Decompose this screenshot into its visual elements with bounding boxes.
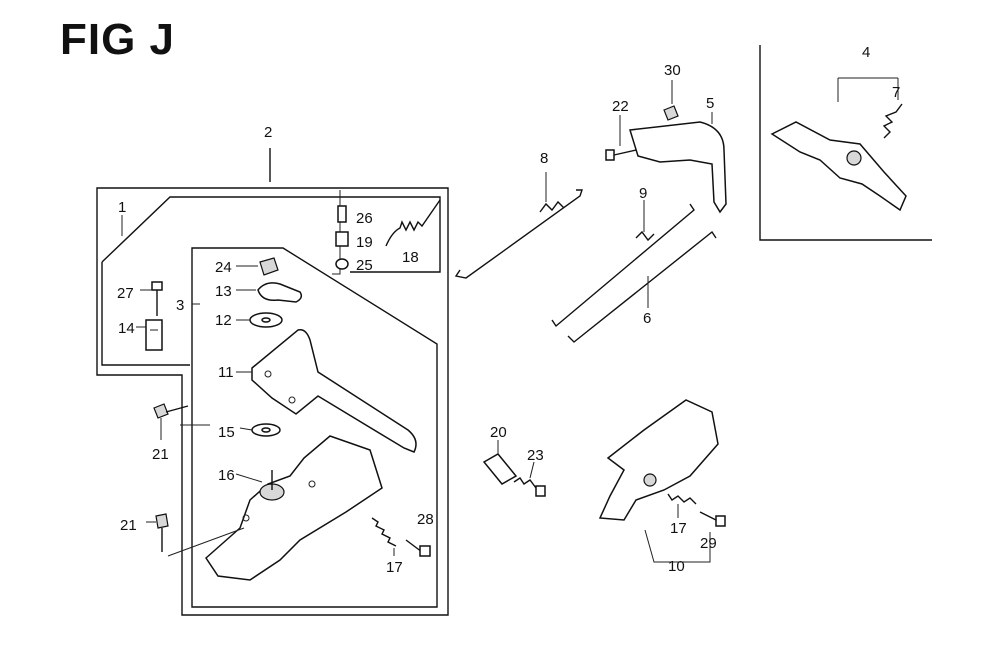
callout-11: 11 <box>218 364 234 381</box>
callout-4: 4 <box>862 44 870 61</box>
part-29-bolt <box>699 511 726 527</box>
part-11-control-plate <box>236 328 417 453</box>
callout-16: 16 <box>218 467 235 484</box>
part-27-bolt <box>140 281 163 316</box>
callout-14: 14 <box>118 320 135 337</box>
part-21-lower-bolt <box>146 513 245 557</box>
callout-1: 1 <box>118 199 126 216</box>
callout-18: 18 <box>402 249 419 266</box>
callout-23: 23 <box>527 447 544 464</box>
part-16-bracket <box>205 435 383 581</box>
part-4-assembly <box>770 121 907 212</box>
frame-item-2 <box>96 148 449 616</box>
callout-5: 5 <box>706 95 714 112</box>
callout-2: 2 <box>264 124 272 141</box>
callout-10: 10 <box>668 558 685 575</box>
callout-12: 12 <box>215 312 232 329</box>
figure-title: FIG J <box>60 15 176 64</box>
callout-27: 27 <box>117 285 134 302</box>
part-21-upper-bolt <box>153 403 189 440</box>
callout-25: 25 <box>356 257 373 274</box>
callout-15: 15 <box>218 424 235 441</box>
part-24-nut <box>236 257 279 276</box>
part-17-spring-right <box>667 493 697 518</box>
callout-29: 29 <box>700 535 717 552</box>
part-10-lever-assembly <box>598 399 719 521</box>
part-22-bolt <box>605 115 637 161</box>
callout-22: 22 <box>612 98 629 115</box>
callout-6: 6 <box>643 310 651 327</box>
callout-13: 13 <box>215 283 232 300</box>
part-8-rod <box>454 172 583 279</box>
part-6-rod <box>567 230 717 343</box>
frame-item-10 <box>644 529 711 563</box>
part-26-19-25-stack <box>335 205 349 270</box>
callout-20: 20 <box>490 424 507 441</box>
part-28-bolt <box>405 539 431 557</box>
part-7-spring <box>882 103 903 139</box>
callout-17-right: 17 <box>670 520 687 537</box>
part-13-lever <box>236 282 303 303</box>
part-9-rod <box>551 200 695 328</box>
callout-labels: 2 1 26 19 25 18 24 13 12 27 3 14 11 15 2… <box>117 44 900 576</box>
callout-19: 19 <box>356 234 373 251</box>
callout-21-lower: 21 <box>120 517 137 534</box>
callout-17-left: 17 <box>386 559 403 576</box>
part-17-spring-lower <box>371 517 397 556</box>
callout-30: 30 <box>664 62 681 79</box>
frame-item-1 <box>101 196 441 366</box>
part-23-bolt <box>513 461 546 497</box>
part-30-nut <box>663 80 679 121</box>
frame-item-4 <box>759 45 932 241</box>
callout-21-upper: 21 <box>152 446 169 463</box>
callout-7: 7 <box>892 84 900 101</box>
callout-26: 26 <box>356 210 373 227</box>
callout-9: 9 <box>639 185 647 202</box>
callout-24: 24 <box>215 259 232 276</box>
callout-28: 28 <box>417 511 434 528</box>
part-12-washer <box>236 312 283 328</box>
part-20-sleeve <box>482 440 518 485</box>
callout-8: 8 <box>540 150 548 167</box>
part-5-lever <box>629 112 727 214</box>
part-15-washer <box>180 423 281 437</box>
callout-3: 3 <box>176 297 184 314</box>
part-14-clip <box>136 319 163 351</box>
part-18-spring <box>385 199 441 247</box>
